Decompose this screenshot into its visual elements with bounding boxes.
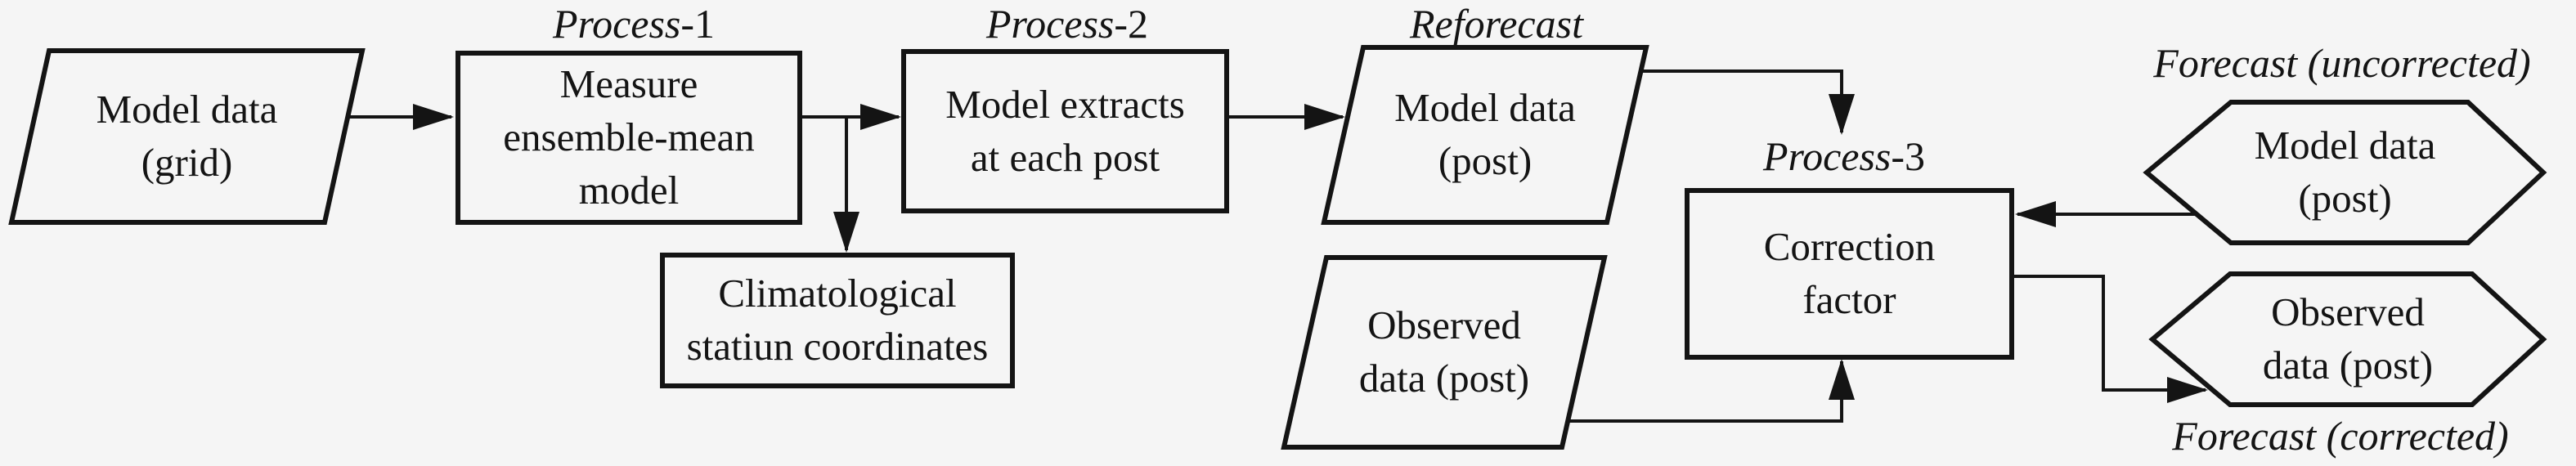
process3-label-number: -3 bbox=[1891, 133, 1926, 179]
forecast-uncorrected-label: Forecast (uncorrected) bbox=[2153, 40, 2531, 86]
arrow-model-data-post-to-process3 bbox=[1640, 69, 1855, 135]
process1-label: Process-1 bbox=[553, 2, 715, 47]
observed-data-post-parallelogram bbox=[1281, 255, 1608, 450]
process2-label: Process-2 bbox=[986, 2, 1148, 47]
arrow-observed-to-correction bbox=[1568, 359, 1855, 423]
process2-label-name: Process bbox=[985, 1, 1115, 47]
process1-label-number: -1 bbox=[680, 1, 716, 47]
process3-label-name: Process bbox=[1762, 133, 1892, 179]
measure-ensemble-box bbox=[456, 51, 802, 225]
model-extracts-box bbox=[901, 49, 1229, 213]
process3-label: Process-3 bbox=[1763, 134, 1925, 179]
model-data-post-hexagon bbox=[2143, 100, 2547, 245]
correction-factor-box bbox=[1685, 188, 2014, 360]
reforecast-label: Reforecast bbox=[1410, 1, 1583, 47]
process2-label-number: -2 bbox=[1114, 1, 1149, 47]
climatological-box bbox=[660, 253, 1015, 388]
forecast-corrected-label: Forecast (corrected) bbox=[2172, 413, 2509, 459]
model-data-post-parallelogram bbox=[1321, 45, 1649, 225]
observed-data-post-hexagon bbox=[2148, 271, 2547, 407]
arrow-correction-to-corrected-hexagon bbox=[2012, 275, 2208, 403]
process1-label-name: Process bbox=[552, 1, 681, 47]
model-data-grid-parallelogram bbox=[8, 48, 366, 225]
